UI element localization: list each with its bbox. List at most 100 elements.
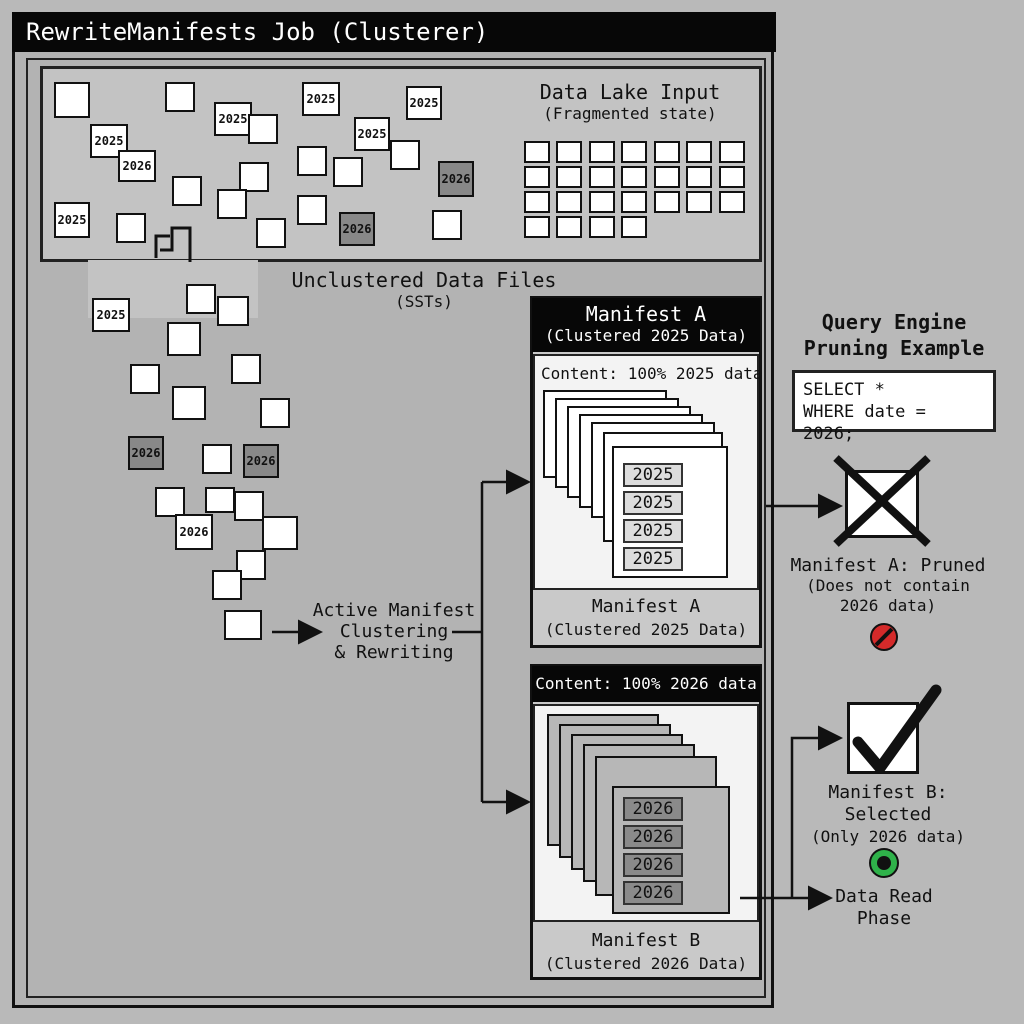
data-file xyxy=(205,487,235,513)
data-file xyxy=(116,213,146,243)
grid-cell xyxy=(621,216,647,238)
data-file xyxy=(224,610,262,640)
data-file-2026: 2026 xyxy=(118,150,156,182)
data-file xyxy=(212,570,242,600)
grid-cell xyxy=(524,141,550,163)
manifest-a-content: Content: 100% 2025 data xyxy=(541,364,763,383)
no-entry-bar xyxy=(874,627,894,647)
grid-cell xyxy=(524,216,550,238)
clustering-label: Active Manifest Clustering & Rewriting xyxy=(304,600,484,663)
grid-cell xyxy=(589,191,615,213)
result-a-line-1: Manifest A: Pruned xyxy=(790,555,986,576)
manifest-a-footer-title: Manifest A xyxy=(591,596,701,617)
manifest-b-footer-sub: (Clustered 2026 Data) xyxy=(544,954,748,973)
data-file xyxy=(260,398,290,428)
grid-cell xyxy=(556,191,582,213)
grid-cell xyxy=(654,166,680,188)
data-file xyxy=(234,491,264,521)
grid-cell xyxy=(524,166,550,188)
grid-cell xyxy=(621,191,647,213)
check-stroke xyxy=(852,684,942,774)
read-phase-line-1: Data Read xyxy=(835,886,933,907)
read-phase-label: Data Read Phase xyxy=(824,886,944,930)
manifest-b-footer-title: Manifest B xyxy=(591,930,701,951)
grid-cell xyxy=(621,141,647,163)
data-file xyxy=(217,296,249,326)
data-file xyxy=(186,284,216,314)
data-file xyxy=(155,487,185,517)
lake-title: Data Lake Input xyxy=(539,80,721,104)
clustering-line-2: Clustering xyxy=(339,621,449,642)
query-title-line-2: Pruning Example xyxy=(803,336,985,360)
grid-cell xyxy=(556,166,582,188)
year-tag-2025: 2025 xyxy=(623,547,683,571)
lake-subtitle: (Fragmented state) xyxy=(543,104,717,123)
grid-cell xyxy=(719,141,745,163)
data-file-2025: 2025 xyxy=(406,86,442,120)
data-file xyxy=(297,146,327,176)
year-tag-2025: 2025 xyxy=(623,519,683,543)
result-b-line-1: Manifest B: xyxy=(828,782,948,803)
year-tag-2026: 2026 xyxy=(623,853,683,877)
sql-line-1: SELECT * xyxy=(803,380,885,400)
result-a-line-3: 2026 data) xyxy=(839,596,937,615)
grid-cell xyxy=(719,166,745,188)
read-phase-line-2: Phase xyxy=(856,908,912,929)
data-file xyxy=(202,444,232,474)
grid-cell xyxy=(654,141,680,163)
x-stroke xyxy=(833,455,931,547)
grid-cell xyxy=(686,191,712,213)
manifest-b-content: Content: 100% 2026 data xyxy=(532,666,760,702)
year-tag-2026: 2026 xyxy=(623,797,683,821)
data-file xyxy=(130,364,160,394)
grid-cell xyxy=(589,141,615,163)
data-file-2026: 2026 xyxy=(128,436,164,470)
data-file xyxy=(172,386,206,420)
grid-cell xyxy=(686,141,712,163)
year-tag-2025: 2025 xyxy=(623,491,683,515)
result-b-line-2: Selected xyxy=(844,804,932,825)
result-b-label: Manifest B: Selected (Only 2026 data) xyxy=(776,782,1000,848)
data-file-2026: 2026 xyxy=(243,444,279,478)
manifest-a-header-title: Manifest A xyxy=(585,302,707,326)
grid-cell xyxy=(589,166,615,188)
data-file-2026: 2026 xyxy=(175,514,213,550)
clustering-line-1: Active Manifest xyxy=(312,600,476,621)
grid-cell xyxy=(556,216,582,238)
data-file xyxy=(172,176,202,206)
window-title: RewriteManifests Job (Clusterer) xyxy=(12,12,776,52)
manifest-a-footer-sub: (Clustered 2025 Data) xyxy=(544,620,748,639)
data-file xyxy=(390,140,420,170)
grid-cell xyxy=(524,191,550,213)
clustering-line-3: & Rewriting xyxy=(334,642,454,663)
grid-cell xyxy=(621,166,647,188)
data-file xyxy=(167,322,201,356)
job-canvas xyxy=(26,58,766,998)
data-file-2026: 2026 xyxy=(339,212,375,246)
sql-line-2: WHERE date = 2026; xyxy=(803,402,926,444)
grid-cell xyxy=(686,166,712,188)
data-file xyxy=(239,162,269,192)
grid-cell xyxy=(556,141,582,163)
data-file xyxy=(236,550,266,580)
grid-cell xyxy=(654,191,680,213)
manifest-a-header-sub: (Clustered 2025 Data) xyxy=(544,326,748,345)
result-a-label: Manifest A: Pruned (Does not contain 202… xyxy=(776,556,1000,616)
bracket-mark xyxy=(154,226,192,262)
data-file xyxy=(256,218,286,248)
grid-cell xyxy=(589,216,615,238)
data-file xyxy=(333,157,363,187)
data-file-2025: 2025 xyxy=(302,82,340,116)
data-file xyxy=(165,82,195,112)
data-file xyxy=(231,354,261,384)
data-file xyxy=(297,195,327,225)
data-file-2025: 2025 xyxy=(54,202,90,238)
data-file-2025: 2025 xyxy=(214,102,252,136)
data-file xyxy=(432,210,462,240)
data-file-2026: 2026 xyxy=(438,161,474,197)
year-tag-2026: 2026 xyxy=(623,881,683,905)
unclustered-title: Unclustered Data Files xyxy=(291,268,557,292)
arrow-to-selected xyxy=(790,725,843,898)
result-b-line-3: (Only 2026 data) xyxy=(810,827,966,846)
